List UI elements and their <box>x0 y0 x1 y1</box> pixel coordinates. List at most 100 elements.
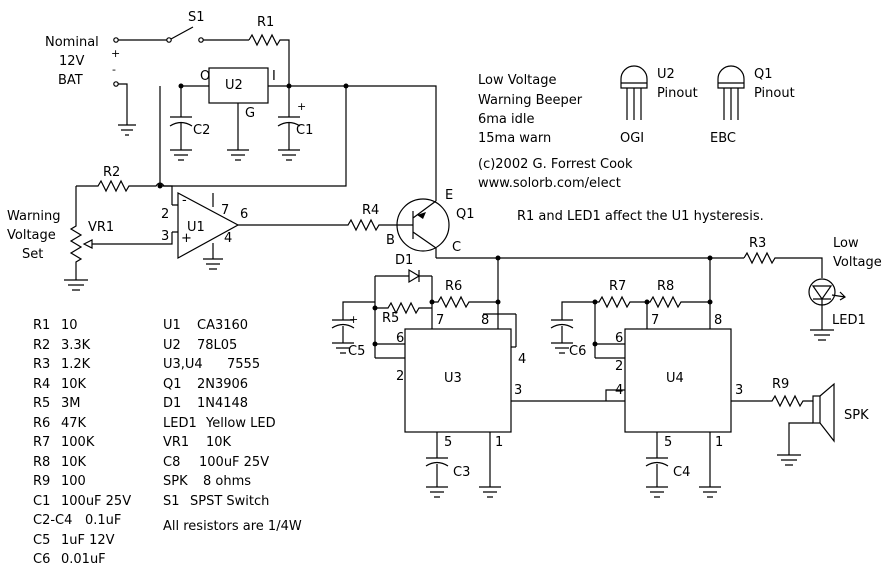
resistors-r7-r8 <box>595 295 710 309</box>
battery-terminals <box>113 37 167 136</box>
part-ref: U1 <box>163 318 181 333</box>
u1-power-leads <box>203 193 223 270</box>
c6-label: C6 <box>569 344 587 359</box>
r3-label: R3 <box>749 236 767 251</box>
u4-pin6-label: 6 <box>615 331 624 346</box>
title-line-1: Low Voltage <box>478 73 557 88</box>
part-value: 3.3K <box>61 337 91 353</box>
q1-pinout-word: Pinout <box>754 86 795 101</box>
u2-label: U2 <box>225 78 243 93</box>
c5-label: C5 <box>348 344 366 359</box>
part-value: 1.2K <box>61 357 91 372</box>
part-ref: D1 <box>163 396 182 411</box>
capacitor-c3 <box>425 432 449 498</box>
u4-label: U4 <box>666 371 684 386</box>
resistor-note-text: All resistors are 1/4W <box>163 519 302 534</box>
u2-pin-g-label: G <box>245 106 256 121</box>
resistor-note: All resistors are 1/4W <box>163 517 302 537</box>
diode-d1 <box>408 268 421 284</box>
c1-label: C1 <box>296 123 314 138</box>
part-value: 8 ohms <box>203 474 252 489</box>
timer-u3 <box>404 328 512 433</box>
part-value: 100uF 25V <box>199 454 270 470</box>
part-ref: R1 <box>33 318 51 333</box>
part-ref: Q1 <box>163 376 182 392</box>
part-value: 1uF 12V <box>61 532 115 548</box>
parts-row: R3 1.2K <box>33 355 131 375</box>
part-ref: R2 <box>33 337 51 353</box>
bat-label: BAT <box>58 73 83 88</box>
u3-pin4-label: 4 <box>518 352 527 367</box>
u4-pin5-label: 5 <box>664 435 673 450</box>
u1-pin2-label: 2 <box>161 207 170 222</box>
led-led1 <box>808 278 846 341</box>
r5-label: R5 <box>382 311 400 326</box>
u2-pinout-pins: OGI <box>620 131 645 146</box>
part-value: 100 <box>61 474 86 489</box>
title-line-2: Warning Beeper <box>478 93 583 108</box>
capacitor-c2 <box>169 86 193 161</box>
c2-label: C2 <box>193 123 211 138</box>
resistor-r4 <box>238 218 391 232</box>
capacitor-c4 <box>645 432 669 498</box>
vr1-label: VR1 <box>88 220 115 235</box>
u1-label: U1 <box>187 220 205 235</box>
q1-e-label: E <box>445 188 454 203</box>
r9-label: R9 <box>772 377 790 392</box>
resistor-r9 <box>731 394 813 408</box>
opamp-u1 <box>177 192 240 260</box>
set-label: Set <box>22 247 44 262</box>
part-ref: R4 <box>33 376 51 392</box>
u1-pin6-label: 6 <box>240 207 249 222</box>
r6-label: R6 <box>445 279 463 294</box>
part-ref: C2-C4 <box>33 513 73 528</box>
timer-u4 <box>624 328 732 433</box>
parts-row: R1 10 <box>33 316 131 336</box>
u3-pin6-label: 6 <box>396 331 405 346</box>
u4-pin1-label: 1 <box>715 435 724 450</box>
part-value: 0.01uF <box>61 552 106 567</box>
u1-plus-label: + <box>181 231 192 246</box>
part-ref: R6 <box>33 415 51 431</box>
d1-r5-network <box>374 275 433 315</box>
u3-pin7-label: 7 <box>436 313 445 328</box>
part-value: CA3160 <box>197 318 249 333</box>
r2-label: R2 <box>103 165 121 180</box>
u1-input-leads <box>172 204 178 233</box>
u4-ground <box>699 432 721 498</box>
resistor-r1 <box>248 33 290 86</box>
part-value: Yellow LED <box>206 415 276 431</box>
part-ref: U3,U4 <box>163 357 203 372</box>
q1-c-label: C <box>452 240 462 255</box>
u2-pinout-icon <box>620 65 648 120</box>
low-label: Low <box>833 236 859 251</box>
part-value: 10 <box>61 318 78 333</box>
u1-minus-label: - <box>182 193 187 208</box>
bat-minus-label: - <box>112 63 116 76</box>
u4-pin4-lead <box>605 389 625 401</box>
part-ref: R3 <box>33 357 51 372</box>
parts-row: R2 3.3K <box>33 336 131 356</box>
u1-pin7-label: 7 <box>221 203 230 218</box>
part-value: 78L05 <box>197 337 238 353</box>
part-ref: R8 <box>33 454 51 470</box>
copyright-text: (c)2002 G. Forrest Cook <box>478 157 633 172</box>
part-value: 47K <box>61 415 87 431</box>
resistor-r6 <box>432 295 498 309</box>
r7-label: R7 <box>609 279 627 294</box>
part-ref: U2 <box>163 337 181 353</box>
wire-u3-threshold <box>374 308 405 359</box>
u4-pin7-label: 7 <box>651 313 660 328</box>
